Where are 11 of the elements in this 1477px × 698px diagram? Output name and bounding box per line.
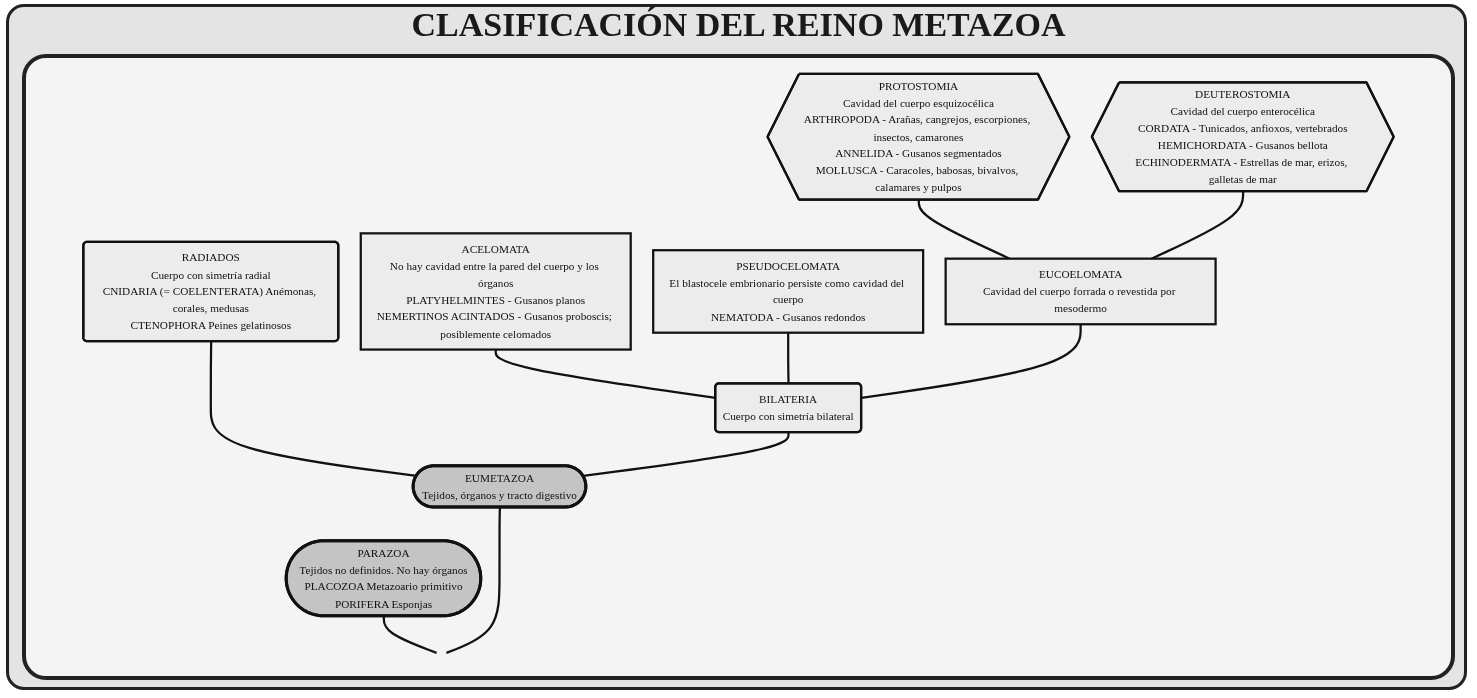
connector [583, 432, 790, 478]
node-box: PSEUDOCELOMATA El blastocele embrionario persiste como cavidad del cuerpo NEMATODA - Gusanos redondos [652, 249, 925, 334]
connector [209, 341, 417, 478]
diagram-title: CLASIFICACIÓN DEL REINO METAZOA [410, 6, 1067, 44]
connector [446, 507, 501, 654]
connector [382, 616, 437, 654]
node-box: EUCOELOMATA Cavidad del cuerpo forrada o revestida por mesodermo [944, 257, 1217, 326]
connector [861, 324, 1082, 399]
connector [494, 349, 716, 399]
node-box: ACELOMATA No hay cavidad entre la pared del cuerpo y los órganos PLATYHELMINTES - Gusanos planos NEMERTINOS ACINTADOS - Gusanos proboscis; posiblemente celomados [359, 232, 632, 351]
connector [787, 332, 790, 384]
